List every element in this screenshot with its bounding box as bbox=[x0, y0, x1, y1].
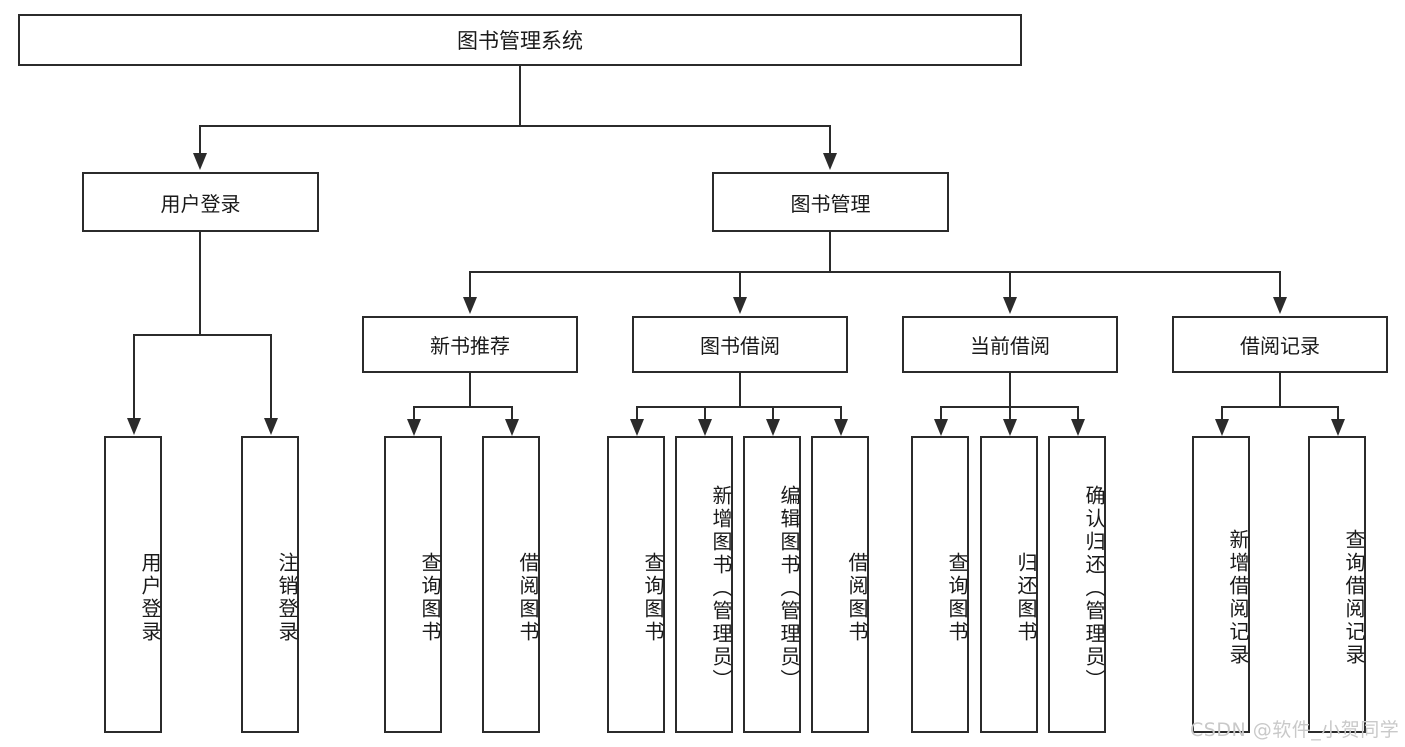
connector-borrow-record-bar bbox=[1221, 406, 1339, 408]
node-new-book-recommend[interactable]: 新书推荐 bbox=[362, 316, 578, 373]
connector-new-book-to-leaf-2 bbox=[511, 406, 513, 419]
node-label: 注销登录 bbox=[275, 551, 299, 644]
connector-book-manage-to-current bbox=[1009, 271, 1011, 297]
connector-user-login-bar bbox=[133, 334, 271, 336]
connector-book-manage-stem bbox=[829, 232, 831, 271]
arrowhead-borrow-record-to-leaf-1 bbox=[1215, 419, 1229, 436]
connector-user-login-to-leaf-1 bbox=[133, 334, 135, 418]
connector-user-login-to-leaf-2 bbox=[270, 334, 272, 418]
connector-book-borrow-stem bbox=[739, 373, 741, 406]
node-leaf-query-book-recommend[interactable]: 查询图书 bbox=[384, 436, 442, 733]
node-leaf-query-book-borrow[interactable]: 查询图书 bbox=[607, 436, 665, 733]
node-label: 图书借阅 bbox=[700, 334, 780, 358]
connector-new-book-to-leaf-1 bbox=[413, 406, 415, 419]
connector-current-borrow-to-leaf-1 bbox=[940, 406, 942, 419]
arrowhead-book-borrow-to-leaf-3 bbox=[766, 419, 780, 436]
connector-book-manage-to-record bbox=[1279, 271, 1281, 297]
connector-root-bar bbox=[199, 125, 831, 127]
arrowhead-current-borrow-to-leaf-2 bbox=[1003, 419, 1017, 436]
node-label: 查询图书 bbox=[418, 551, 442, 644]
node-root-book-management-system[interactable]: 图书管理系统 bbox=[18, 14, 1022, 66]
node-label: 新增借阅记录 bbox=[1226, 528, 1250, 667]
connector-user-login-stem bbox=[199, 232, 201, 334]
connector-current-borrow-stem bbox=[1009, 373, 1011, 406]
node-label: 当前借阅 bbox=[970, 334, 1050, 358]
arrowhead-book-manage-to-current bbox=[1003, 297, 1017, 314]
arrowhead-new-book-to-leaf-2 bbox=[505, 419, 519, 436]
node-label: 用户登录 bbox=[160, 191, 241, 216]
connector-book-borrow-to-leaf-3 bbox=[772, 406, 774, 419]
node-user-login[interactable]: 用户登录 bbox=[82, 172, 319, 232]
node-borrow-record[interactable]: 借阅记录 bbox=[1172, 316, 1388, 373]
arrowhead-current-borrow-to-leaf-1 bbox=[934, 419, 948, 436]
connector-new-book-bar bbox=[413, 406, 512, 408]
node-leaf-query-borrow-record[interactable]: 查询借阅记录 bbox=[1308, 436, 1366, 733]
node-leaf-borrow-book-recommend[interactable]: 借阅图书 bbox=[482, 436, 540, 733]
connector-root-to-book-manage bbox=[829, 125, 831, 153]
arrowhead-book-manage-to-borrow bbox=[733, 297, 747, 314]
node-leaf-add-borrow-record[interactable]: 新增借阅记录 bbox=[1192, 436, 1250, 733]
node-label: 图书管理系统 bbox=[457, 29, 583, 53]
node-label: 借阅图书 bbox=[845, 551, 869, 644]
connector-book-manage-bar bbox=[469, 271, 1280, 273]
node-label: 新书推荐 bbox=[430, 334, 510, 358]
node-current-borrow[interactable]: 当前借阅 bbox=[902, 316, 1118, 373]
arrowhead-root-to-book-manage bbox=[823, 153, 837, 170]
connector-borrow-record-to-leaf-2 bbox=[1337, 406, 1339, 419]
node-label: 查询图书 bbox=[641, 551, 665, 644]
arrowhead-borrow-record-to-leaf-2 bbox=[1331, 419, 1345, 436]
arrowhead-book-borrow-to-leaf-2 bbox=[698, 419, 712, 436]
node-leaf-confirm-return[interactable]: 确认归还（管理员） bbox=[1048, 436, 1106, 733]
connector-current-borrow-to-leaf-3 bbox=[1077, 406, 1079, 419]
connector-book-manage-to-borrow bbox=[739, 271, 741, 297]
node-label: 新增图书（管理员） bbox=[709, 485, 733, 692]
arrowhead-current-borrow-to-leaf-3 bbox=[1071, 419, 1085, 436]
node-book-management[interactable]: 图书管理 bbox=[712, 172, 949, 232]
arrowhead-root-to-user-login bbox=[193, 153, 207, 170]
csdn-watermark: CSDN @软件_小贺同学 bbox=[1190, 715, 1399, 742]
node-label: 编辑图书（管理员） bbox=[777, 485, 801, 692]
arrowhead-book-borrow-to-leaf-1 bbox=[630, 419, 644, 436]
connector-new-book-stem bbox=[469, 373, 471, 406]
connector-book-borrow-bar bbox=[636, 406, 841, 408]
node-leaf-logout-login[interactable]: 注销登录 bbox=[241, 436, 299, 733]
connector-book-borrow-to-leaf-1 bbox=[636, 406, 638, 419]
connector-root-to-user-login bbox=[199, 125, 201, 153]
node-label: 图书管理 bbox=[790, 191, 871, 216]
connector-book-borrow-to-leaf-2 bbox=[704, 406, 706, 419]
node-leaf-borrow-book[interactable]: 借阅图书 bbox=[811, 436, 869, 733]
arrowhead-new-book-to-leaf-1 bbox=[407, 419, 421, 436]
arrowhead-book-manage-to-new-book bbox=[463, 297, 477, 314]
node-leaf-return-book[interactable]: 归还图书 bbox=[980, 436, 1038, 733]
node-label: 查询图书 bbox=[945, 551, 969, 644]
arrowhead-user-login-to-leaf-2 bbox=[264, 418, 278, 435]
arrowhead-user-login-to-leaf-1 bbox=[127, 418, 141, 435]
node-label: 查询借阅记录 bbox=[1342, 528, 1366, 667]
node-leaf-query-book-current[interactable]: 查询图书 bbox=[911, 436, 969, 733]
connector-current-borrow-to-leaf-2 bbox=[1009, 406, 1011, 419]
node-label: 确认归还（管理员） bbox=[1082, 485, 1106, 692]
node-label: 用户登录 bbox=[138, 551, 162, 644]
watermark-text: CSDN @软件_小贺同学 bbox=[1190, 719, 1400, 741]
node-label: 借阅记录 bbox=[1240, 334, 1320, 358]
node-book-borrow[interactable]: 图书借阅 bbox=[632, 316, 848, 373]
connector-borrow-record-stem bbox=[1279, 373, 1281, 406]
connector-book-manage-to-new-book bbox=[469, 271, 471, 297]
arrowhead-book-manage-to-record bbox=[1273, 297, 1287, 314]
node-label: 借阅图书 bbox=[516, 551, 540, 644]
arrowhead-book-borrow-to-leaf-4 bbox=[834, 419, 848, 436]
connector-borrow-record-to-leaf-1 bbox=[1221, 406, 1223, 419]
connector-book-borrow-to-leaf-4 bbox=[840, 406, 842, 419]
node-leaf-user-login[interactable]: 用户登录 bbox=[104, 436, 162, 733]
node-label: 归还图书 bbox=[1014, 551, 1038, 644]
node-leaf-edit-book[interactable]: 编辑图书（管理员） bbox=[743, 436, 801, 733]
node-leaf-add-book[interactable]: 新增图书（管理员） bbox=[675, 436, 733, 733]
connector-root-stem bbox=[519, 66, 521, 125]
